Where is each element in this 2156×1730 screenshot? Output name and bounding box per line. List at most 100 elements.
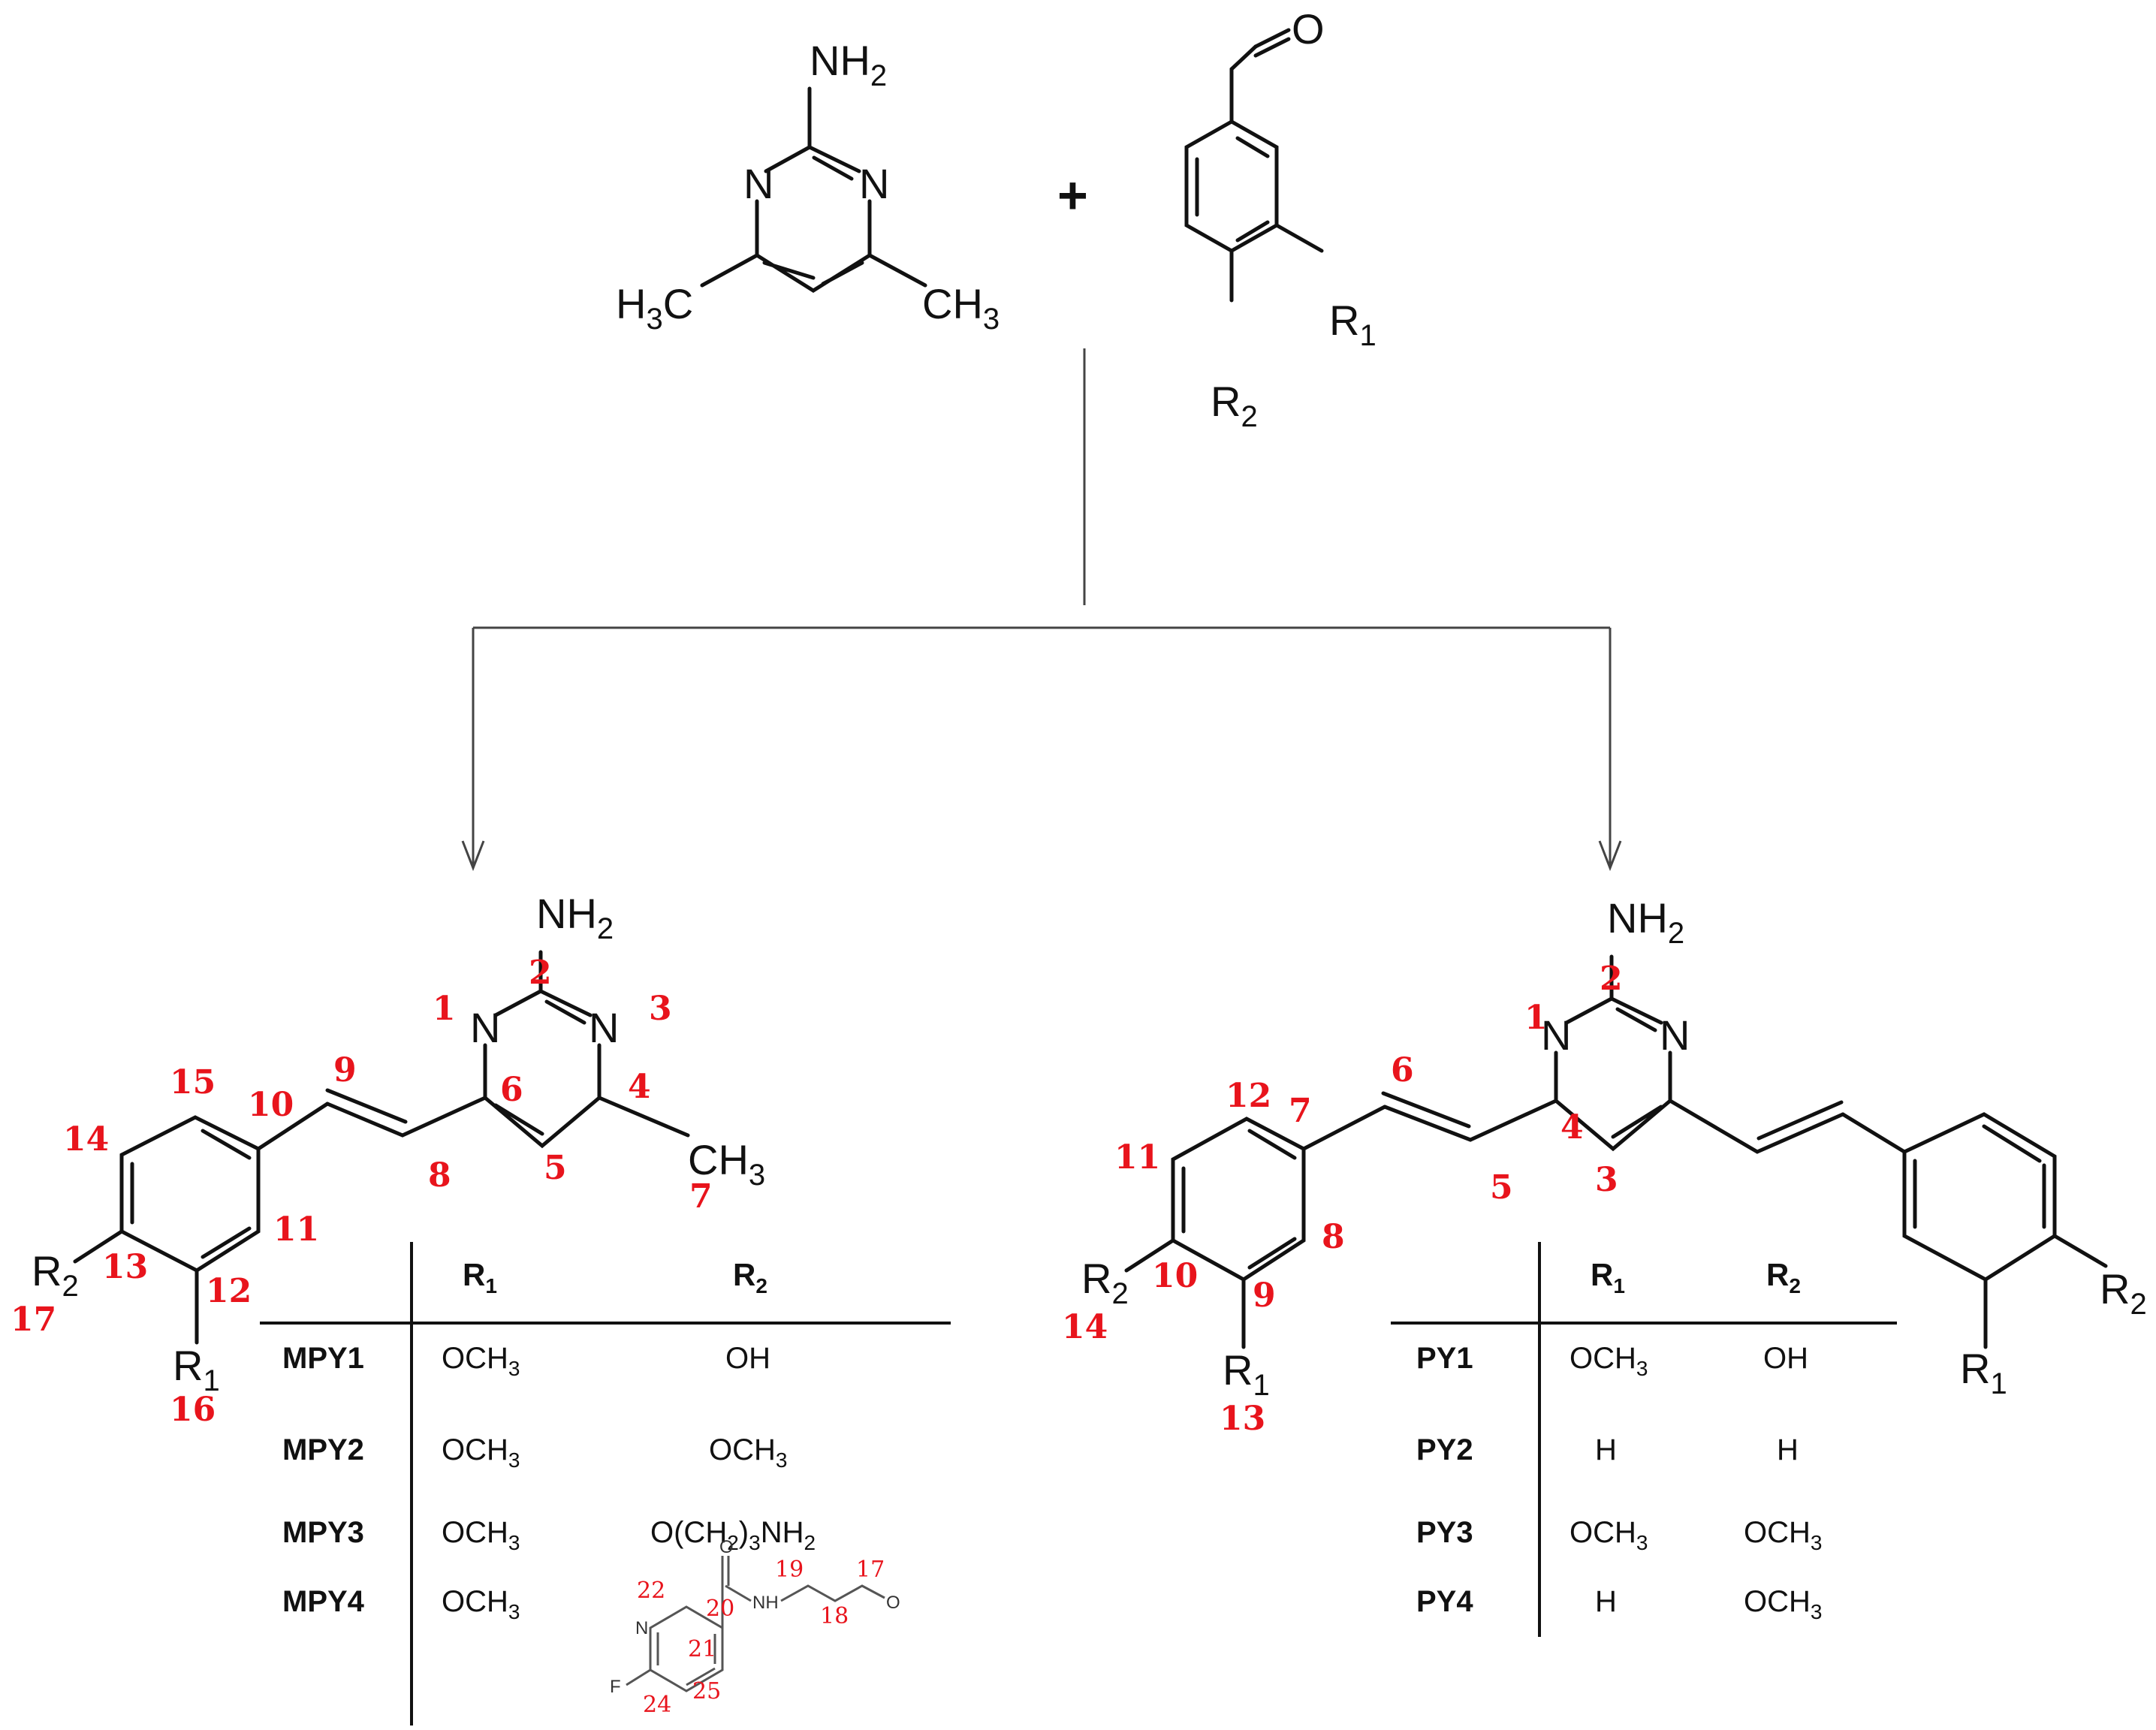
left-num-10: 10	[248, 1086, 294, 1124]
left-num-16: 16	[170, 1391, 216, 1429]
right-row3-r1: OCH3	[1570, 1516, 1648, 1554]
left-row1-r2: OH	[725, 1342, 770, 1375]
right-row1-r2: OH	[1763, 1342, 1808, 1375]
amine-ch3: CH3	[922, 280, 1000, 336]
mpy4-ether-o: O	[886, 1593, 900, 1613]
right-num-8: 8	[1322, 1218, 1345, 1256]
aldehyde-r2: R2	[1211, 378, 1258, 433]
right-row2-r2: H	[1777, 1433, 1799, 1466]
left-r1: R1	[173, 1342, 220, 1397]
mpy4-num-17: 17	[856, 1557, 885, 1583]
left-row1-r1: OCH3	[442, 1342, 520, 1380]
right-substituent-table: R1 R2 PY1 OCH3 OH PY2 H H PY3 OCH3 OCH3 …	[1391, 1242, 1897, 1637]
mpy4-num-21: 21	[688, 1636, 716, 1662]
left-row-label-2: MPY2	[282, 1433, 364, 1466]
right-n3: N	[1660, 1011, 1690, 1059]
right-num-9: 9	[1253, 1276, 1276, 1315]
mpy4-num-25: 25	[692, 1678, 721, 1704]
right-r2-right: R2	[2100, 1265, 2147, 1321]
left-num-2: 2	[529, 954, 552, 992]
left-num-15: 15	[170, 1063, 216, 1102]
left-num-4: 4	[628, 1068, 651, 1106]
right-row3-r2: OCH3	[1744, 1516, 1822, 1554]
left-header-r1: R1	[463, 1257, 497, 1298]
left-substituent-table: R1 R2 MPY1 OCH3 OH MPY2 OCH3 OCH3 MPY3 O…	[260, 1242, 951, 1725]
right-nh2: NH2	[1607, 894, 1684, 950]
mpy4-nh: NH	[752, 1593, 779, 1613]
left-num-12: 12	[206, 1272, 252, 1310]
right-num-7: 7	[1289, 1092, 1312, 1130]
right-row4-r2: OCH3	[1744, 1585, 1822, 1623]
right-row2-r1: H	[1595, 1433, 1617, 1466]
right-r1-left: R1	[1223, 1346, 1270, 1402]
reactant-aminopyrimidine: NH2 N N H3C CH3	[616, 37, 1000, 336]
left-row-label-4: MPY4	[282, 1585, 365, 1618]
right-row-label-1: PY1	[1416, 1342, 1473, 1375]
right-num-2: 2	[1600, 960, 1623, 998]
right-header-r1: R1	[1591, 1257, 1625, 1298]
reaction-arrows	[461, 348, 1622, 872]
left-row4-r1: OCH3	[442, 1585, 520, 1623]
left-num-17: 17	[11, 1301, 56, 1339]
left-header-r2: R2	[733, 1257, 767, 1298]
right-row4-r1: H	[1595, 1585, 1617, 1618]
left-num-8: 8	[428, 1156, 451, 1195]
left-nh2: NH2	[536, 890, 614, 945]
right-num-3: 3	[1595, 1161, 1618, 1199]
left-n1: N	[470, 1004, 500, 1051]
right-r2-left: R2	[1081, 1255, 1129, 1310]
left-row2-r2: OCH3	[709, 1433, 787, 1472]
right-row-label-3: PY3	[1416, 1516, 1473, 1549]
mpy4-fragment: O N F NH O 17 18 19 20 21 22 24 25	[610, 1537, 900, 1718]
left-n3: N	[589, 1004, 619, 1051]
mpy4-num-18: 18	[820, 1603, 849, 1629]
left-num-9: 9	[333, 1051, 357, 1090]
left-product: NH2 N N CH3 R2 R1 1 2 3 4 5 6 7 8 9 10 1…	[11, 890, 765, 1429]
amine-n3: N	[859, 160, 889, 207]
right-header-r2: R2	[1766, 1257, 1801, 1298]
left-num-6: 6	[500, 1071, 523, 1109]
mpy4-carbonyl-o: O	[719, 1537, 734, 1557]
left-num-13: 13	[102, 1248, 148, 1286]
left-num-5: 5	[544, 1149, 567, 1187]
right-product: NH2 N N R2 R1 R2 R1 1 2 3 4 5 6 7 8 9 10…	[1062, 894, 2147, 1438]
mpy4-num-20: 20	[706, 1596, 734, 1622]
left-ch3: CH3	[688, 1136, 765, 1192]
left-r2: R2	[32, 1247, 79, 1303]
amine-n1: N	[743, 160, 773, 207]
reactant-benzaldehyde: O R1 R2	[1184, 5, 1377, 433]
mpy4-f: F	[610, 1677, 621, 1697]
right-num-10: 10	[1152, 1257, 1198, 1295]
right-row-label-4: PY4	[1416, 1585, 1473, 1618]
amine-nh2: NH2	[810, 37, 887, 92]
right-num-14: 14	[1062, 1308, 1108, 1346]
left-num-7: 7	[689, 1177, 713, 1216]
right-num-6: 6	[1391, 1051, 1414, 1090]
right-num-4: 4	[1560, 1108, 1584, 1147]
right-num-1: 1	[1524, 999, 1548, 1037]
left-row2-r1: OCH3	[442, 1433, 520, 1472]
left-row-label-1: MPY1	[282, 1342, 364, 1375]
mpy4-num-24: 24	[643, 1692, 671, 1718]
left-num-1: 1	[433, 990, 456, 1028]
right-num-11: 11	[1114, 1138, 1160, 1177]
mpy4-num-22: 22	[637, 1578, 665, 1604]
right-num-13: 13	[1220, 1400, 1265, 1438]
plus-sign: +	[1057, 166, 1088, 225]
left-row3-r1: OCH3	[442, 1516, 520, 1554]
right-row-label-2: PY2	[1416, 1433, 1473, 1466]
right-r1-right: R1	[1960, 1345, 2007, 1400]
left-num-14: 14	[63, 1120, 109, 1159]
left-num-11: 11	[273, 1210, 319, 1249]
right-num-12: 12	[1226, 1077, 1271, 1115]
mpy4-ring-n: N	[635, 1618, 648, 1638]
aldehyde-r1: R1	[1329, 297, 1377, 352]
left-row3-r2: O(CH2)3NH2	[650, 1516, 816, 1554]
left-row-label-3: MPY3	[282, 1516, 364, 1549]
right-row1-r1: OCH3	[1570, 1342, 1648, 1380]
left-num-3: 3	[649, 990, 672, 1028]
right-n1: N	[1541, 1011, 1571, 1059]
amine-h3c: H3C	[616, 280, 693, 336]
right-num-5: 5	[1490, 1168, 1513, 1207]
